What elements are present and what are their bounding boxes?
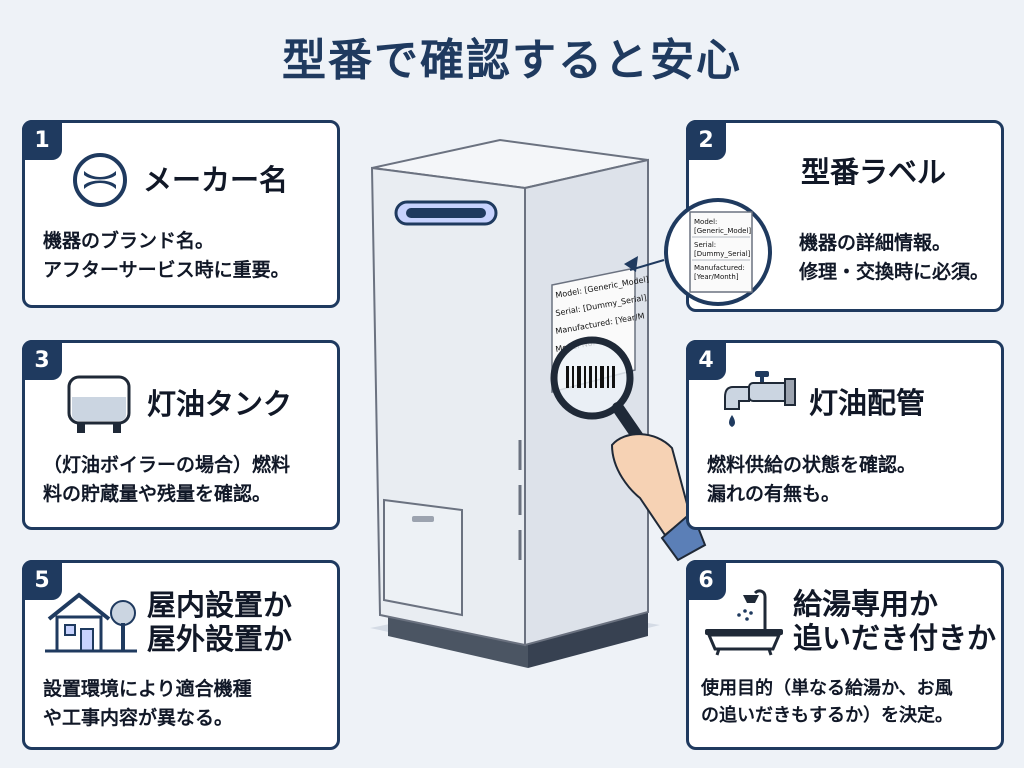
card-title: メーカー名 xyxy=(143,162,289,197)
brand-logo-icon xyxy=(73,153,127,207)
card-number-badge: 2 xyxy=(686,120,726,160)
card-number-badge: 5 xyxy=(22,560,62,600)
card-description: 使用目的（単なる給湯か、お風 の追いだきもするか）を決定。 xyxy=(701,678,953,726)
house-tree-icon xyxy=(45,592,137,653)
card-title: 屋内設置か 屋外設置か xyxy=(147,587,293,656)
card-title: 型番ラベル xyxy=(801,155,947,189)
card-number-badge: 6 xyxy=(686,560,726,600)
svg-text:Model:: Model: xyxy=(694,218,717,226)
card-title: 灯油タンク xyxy=(147,386,293,421)
card-kerosene-tank: 3 灯油タンク （灯油ボイラーの場合）燃料 料の貯蔵量や残量を確認。 xyxy=(22,340,340,530)
barcode-icon xyxy=(566,366,615,388)
card-maker-name: 1 メーカー名 機器のブランド名。 アフターサービス時に重要。 xyxy=(22,120,340,308)
card-number-badge: 4 xyxy=(686,340,726,380)
svg-text:[Generic_Model]: [Generic_Model] xyxy=(694,227,751,235)
card-description: 設置環境により適合機種 や工事内容が異なる。 xyxy=(43,678,252,729)
card-description: （灯油ボイラーの場合）燃料 料の貯蔵量や残量を確認。 xyxy=(43,454,291,505)
zoomed-label-icon: Model: [Generic_Model] Serial: [Dummy_Se… xyxy=(664,198,772,306)
card-install-location: 5 屋内設置か 屋外設置か 設置環境により適合機種 や工事内容が異なる。 xyxy=(22,560,340,750)
card-number-badge: 1 xyxy=(22,120,62,160)
card-kerosene-piping: 4 灯油配管 燃料供給の状態を確認。 漏れの有無も。 xyxy=(686,340,1004,530)
card-title: 給湯専用か 追いだき付きか xyxy=(793,586,997,655)
card-number-badge: 3 xyxy=(22,340,62,380)
svg-text:Serial:: Serial: xyxy=(694,241,716,249)
card-description: 機器のブランド名。 アフターサービス時に重要。 xyxy=(43,230,290,281)
boiler-access-panel xyxy=(383,498,463,617)
svg-text:Manufactured:: Manufactured: xyxy=(694,264,745,272)
card-description: 燃料供給の状態を確認。 漏れの有無も。 xyxy=(707,454,917,505)
svg-text:[Year/Month]: [Year/Month] xyxy=(694,273,739,281)
boiler-base xyxy=(388,612,528,668)
card-hot-water-type: 6 給湯専用か 追いだき付きか 使用目的（単なる給湯か、お風 の追いだきもするか… xyxy=(686,560,1004,750)
card-description: 機器の詳細情報。 修理・交換時に必須。 xyxy=(799,232,990,283)
svg-text:[Dummy_Serial]: [Dummy_Serial] xyxy=(694,250,751,258)
faucet-icon xyxy=(724,371,796,427)
page-title: 型番で確認すると安心 xyxy=(282,35,742,86)
tank-icon xyxy=(67,375,131,433)
card-title: 灯油配管 xyxy=(809,385,926,420)
bathtub-shower-icon xyxy=(705,589,783,656)
